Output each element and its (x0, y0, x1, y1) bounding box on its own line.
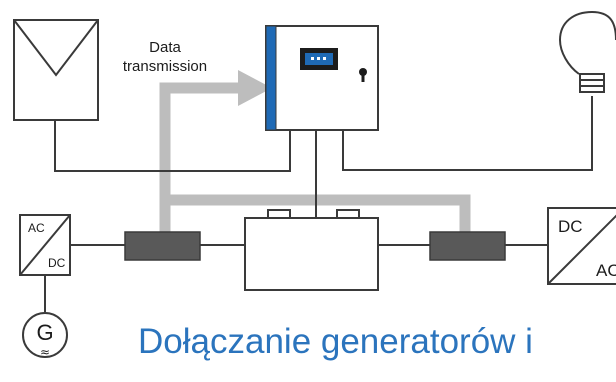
charge-controller (265, 25, 379, 131)
data-transmission-label-line2: transmission (123, 58, 207, 75)
data-transmission-label-line1: Data (149, 39, 181, 56)
generator-icon (22, 312, 68, 358)
inverter-label-dc: DC (558, 217, 583, 236)
rectifier-ac-dc (19, 214, 71, 276)
converter-block-left (124, 231, 201, 261)
lock-icon (359, 68, 367, 82)
battery (244, 209, 379, 291)
data-arrow-head (238, 70, 272, 106)
rectifier-label-ac: AC (28, 221, 45, 235)
pv-panel (13, 19, 99, 121)
inverter-dc-ac (547, 207, 616, 285)
inverter-label-ac: AC (596, 261, 616, 280)
generator-symbol: G (36, 320, 53, 345)
light-bulb-icon (558, 10, 616, 93)
converter-block-right (429, 231, 506, 261)
generator-wave: ≈ (40, 345, 50, 359)
rectifier-label-dc: DC (48, 256, 66, 270)
wiring (44, 96, 593, 312)
data-transmission-path (159, 82, 471, 235)
caption-heading: Dołączanie generatorów i (138, 322, 533, 361)
